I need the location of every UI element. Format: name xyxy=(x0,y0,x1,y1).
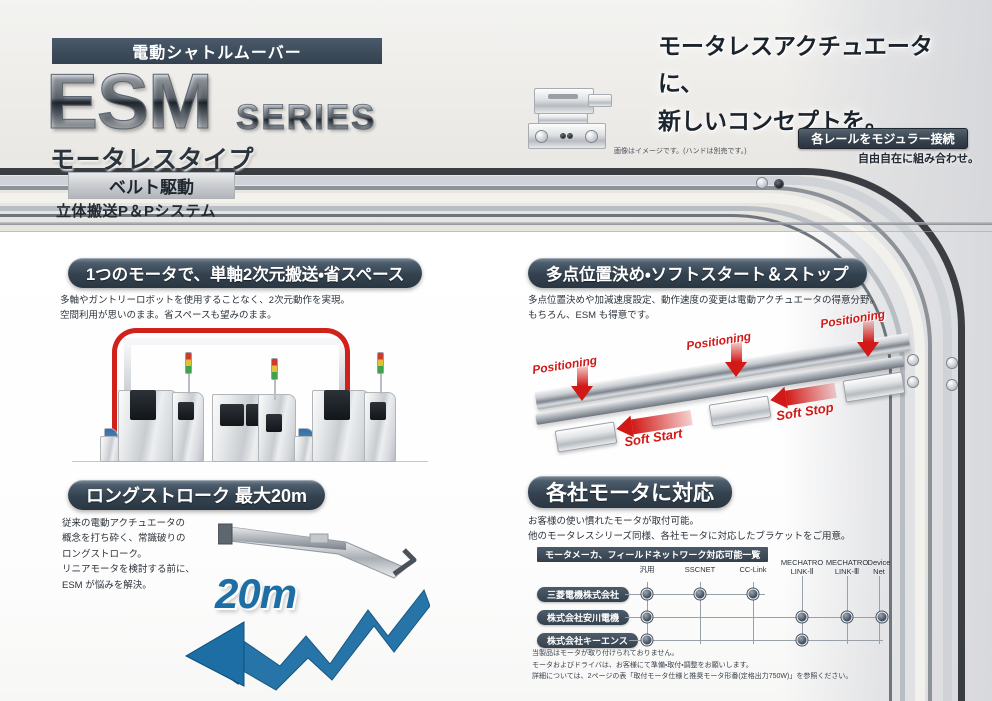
table-row-label: 株式会社安川電機 xyxy=(537,610,630,625)
compatibility-table: 汎用 SSCNET CC-Link MECHATRO LINK-Ⅱ MECHAT… xyxy=(537,556,890,648)
panel-body-line: 空間利用が思いのまま。省スペースも望みのまま。 xyxy=(60,310,277,322)
shuttle-slider xyxy=(842,371,906,403)
modular-connection-subtext: 自由自在に組み合わせ。 xyxy=(858,153,979,165)
positioning-illustration: Positioning Positioning Positioning Soft… xyxy=(528,307,928,468)
support-dot xyxy=(747,588,759,600)
support-dot xyxy=(841,611,853,623)
positioning-arrow xyxy=(857,320,879,357)
panel-body-line: 多点位置決めや加減速度設定、動作速度の変更は電動アクチュエータの得意分野。 xyxy=(528,295,880,306)
table-column-header: MECHATRO LINK-Ⅱ xyxy=(781,558,823,577)
panel-title-long-stroke: ロングストローク 最大20m xyxy=(68,480,326,510)
product-kicker: 電動シャトルムーバー xyxy=(52,38,382,64)
product-photo xyxy=(528,88,612,150)
table-column-header: CC-Link xyxy=(739,565,766,574)
table-column-header: 汎用 xyxy=(640,565,655,574)
col-line2: Net xyxy=(873,567,885,577)
actuator-graphic xyxy=(218,523,417,579)
support-dot xyxy=(876,611,888,623)
positioning-arrow xyxy=(571,364,593,401)
shuttle-slider xyxy=(554,421,618,453)
support-dot xyxy=(796,611,808,623)
footnotes: 当製品はモータが取り付けられておりません。 モータおよびドライバは、お客様にて準… xyxy=(532,648,852,683)
panel-body-line: 多軸やガントリーロボットを使用することなく、2次元動作を実現。 xyxy=(60,295,350,306)
table-row-label: 三菱電機株式会社 xyxy=(537,587,630,602)
transport-path-indicator xyxy=(112,328,350,440)
panel-body-long-stroke: 従来の電動アクチュエータの 概念を打ち砕く、常識破りの ロングストローク。 リニ… xyxy=(62,516,212,593)
gantry-illustration xyxy=(72,328,428,480)
type-label: モータレスタイプ xyxy=(50,146,255,174)
shuttle-slider xyxy=(708,395,772,427)
drive-type-label: ベルト駆動 xyxy=(68,172,235,199)
positioning-arrow xyxy=(725,340,747,377)
table-column-header: Device Net xyxy=(868,558,891,577)
support-dot xyxy=(694,588,706,600)
panel-title-multipoint: 多点位置決め・ソフトスタート＆ストップ xyxy=(528,258,867,288)
panel-body-line: お客様の使い慣れたモータが取付可能。 xyxy=(528,516,700,527)
table-column-header: SSCNET xyxy=(685,565,715,574)
footnote-line: モータおよびドライバは、お客様にて準備・取付・調整をお願いします。 xyxy=(532,661,753,669)
col-line1: CC-Link xyxy=(739,565,767,574)
table-column-header: MECHATRO LINK-Ⅲ xyxy=(826,558,868,577)
modular-connection-badge: 各レールをモジュラー接続 xyxy=(798,128,968,149)
table-title: モータメーカ、フィールドネットワーク対応可能一覧 xyxy=(537,547,769,562)
support-dot xyxy=(641,588,653,600)
tagline: モータレスアクチュエータに、 新しいコンセプトを。 xyxy=(658,28,978,140)
col-line1: 汎用 xyxy=(639,565,655,574)
photo-caption: 画像はイメージです。(ハンドは別売です。) xyxy=(614,148,747,155)
panel-body-line: ESM が悩みを解決。 xyxy=(62,579,152,591)
col-line1: Device xyxy=(867,558,891,567)
panel-body-motor-support: お客様の使い慣れたモータが取付可能。 他のモータレスシリーズ同様、各社モータに対… xyxy=(528,514,898,545)
footnote-line: 当製品はモータが取り付けられておりません。 xyxy=(532,650,679,657)
stroke-value-label: 20m xyxy=(215,570,297,617)
product-title: ESM xyxy=(45,57,213,145)
col-line1: MECHATRO xyxy=(825,558,869,567)
panel-title-one-motor: 1つのモータで、単軸2次元搬送・省スペース xyxy=(68,258,423,288)
support-dot xyxy=(796,634,808,646)
system-label: 立体搬送P＆Pシステム xyxy=(56,203,217,220)
panel-body-line: リニアモータを検討する前に、 xyxy=(62,564,195,576)
tagline-line-1: モータレスアクチュエータに、 xyxy=(658,33,933,97)
col-line1: SSCNET xyxy=(684,565,716,574)
panel-body-line: もちろん、ESM も得意です。 xyxy=(528,310,655,322)
support-dot xyxy=(641,611,653,623)
panel-body-line: 他のモータレスシリーズ同様、各社モータに対応したブラケットをご用意。 xyxy=(528,531,851,543)
panel-body-multipoint: 多点位置決めや加減速度設定、動作速度の変更は電動アクチュエータの得意分野。 もち… xyxy=(528,293,898,324)
stroke-arrow-graphic xyxy=(184,588,430,691)
series-label: SERIES xyxy=(236,98,377,138)
panel-body-line: 概念を打ち砕く、常識破りの xyxy=(62,533,186,545)
panel-body-one-motor: 多軸やガントリーロボットを使用することなく、2次元動作を実現。 空間利用が思いの… xyxy=(60,293,420,324)
col-line2: LINK-Ⅱ xyxy=(790,567,814,577)
table-row-label: 株式会社キーエンス xyxy=(537,633,638,648)
panel-body-line: ロングストローク。 xyxy=(62,548,147,560)
panel-title-motor-support: 各社モータに対応 xyxy=(528,476,732,508)
panel-body-line: 従来の電動アクチュエータの xyxy=(62,518,186,529)
col-line1: MECHATRO xyxy=(780,558,824,567)
support-dot xyxy=(641,634,653,646)
footnote-line: 詳細については、2ページの表「取付モータ仕様と推奨モータ形番(定格出力750W)… xyxy=(532,673,853,681)
col-line2: LINK-Ⅲ xyxy=(834,567,860,577)
